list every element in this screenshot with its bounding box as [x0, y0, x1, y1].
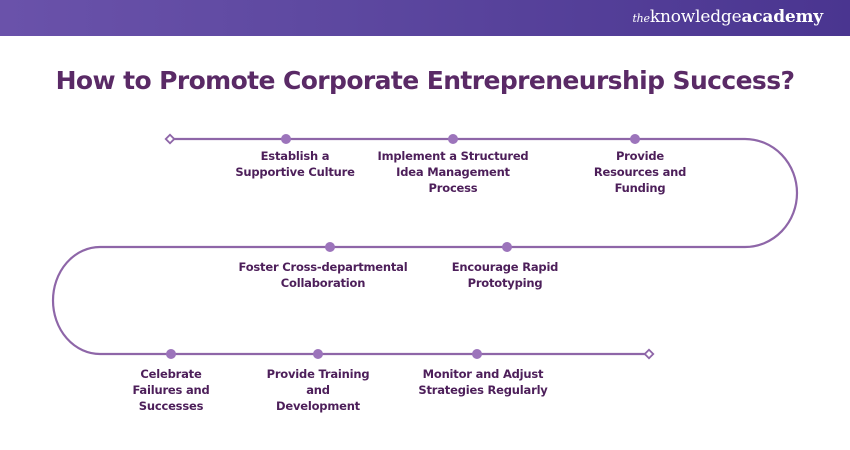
step-dot-2 — [448, 134, 458, 144]
logo-the: the — [632, 12, 650, 25]
step-dot-8 — [472, 349, 482, 359]
step-cross-departmental: Foster Cross-departmental Collaboration — [239, 259, 408, 291]
step-idea-management: Implement a Structured Idea Management P… — [378, 148, 529, 196]
step-celebrate-failures: Celebrate Failures and Successes — [132, 366, 209, 414]
end-marker-icon — [643, 348, 655, 360]
step-label-line: Failures and — [132, 383, 210, 397]
step-resources-funding: Provide Resources and Funding — [593, 148, 687, 196]
page-title: How to Promote Corporate Entrepreneurshi… — [55, 66, 795, 95]
step-label-line: Monitor and Adjust — [422, 367, 544, 381]
step-label-line: Implement a Structured — [377, 149, 529, 163]
step-dot-4 — [325, 242, 335, 252]
step-label-line: Establish a — [260, 149, 330, 163]
logo-knowledge: knowledge — [649, 7, 742, 27]
step-rapid-prototyping: Encourage Rapid Prototyping — [451, 259, 559, 291]
step-dot-1 — [281, 134, 291, 144]
step-label-line: Provide Training — [266, 367, 370, 381]
step-dot-6 — [166, 349, 176, 359]
step-label-line: Provide — [615, 149, 665, 163]
step-label-line: Funding — [614, 181, 666, 195]
step-monitor-adjust: Monitor and Adjust Strategies Regularly — [418, 366, 547, 398]
step-label-line: Prototyping — [467, 276, 543, 290]
logo-academy: academy — [741, 7, 823, 27]
step-dot-3 — [630, 134, 640, 144]
step-label-line: Successes — [138, 399, 204, 413]
brand-logo: theknowledgeacademy — [632, 7, 823, 29]
step-label-line: Celebrate — [140, 367, 202, 381]
step-label-line: Collaboration — [280, 276, 366, 290]
step-label-line: Idea Management — [396, 165, 510, 179]
header-banner: theknowledgeacademy — [0, 0, 850, 36]
step-label-line: Foster Cross-departmental — [238, 260, 408, 274]
step-label-line: Strategies Regularly — [418, 383, 548, 397]
step-label-line: Process — [428, 181, 478, 195]
step-label-line: Resources and — [593, 165, 687, 179]
step-label-line: Encourage Rapid — [451, 260, 559, 274]
step-dot-5 — [502, 242, 512, 252]
roadmap-line — [51, 137, 799, 356]
step-label-line: Supportive Culture — [235, 165, 355, 179]
step-training-development: Provide Training and Development — [267, 366, 370, 414]
step-label-line: Development — [276, 399, 360, 413]
step-dot-7 — [313, 349, 323, 359]
start-marker-icon — [164, 133, 176, 145]
step-label-line: and — [306, 383, 330, 397]
step-establish-culture: Establish a Supportive Culture — [235, 148, 355, 180]
